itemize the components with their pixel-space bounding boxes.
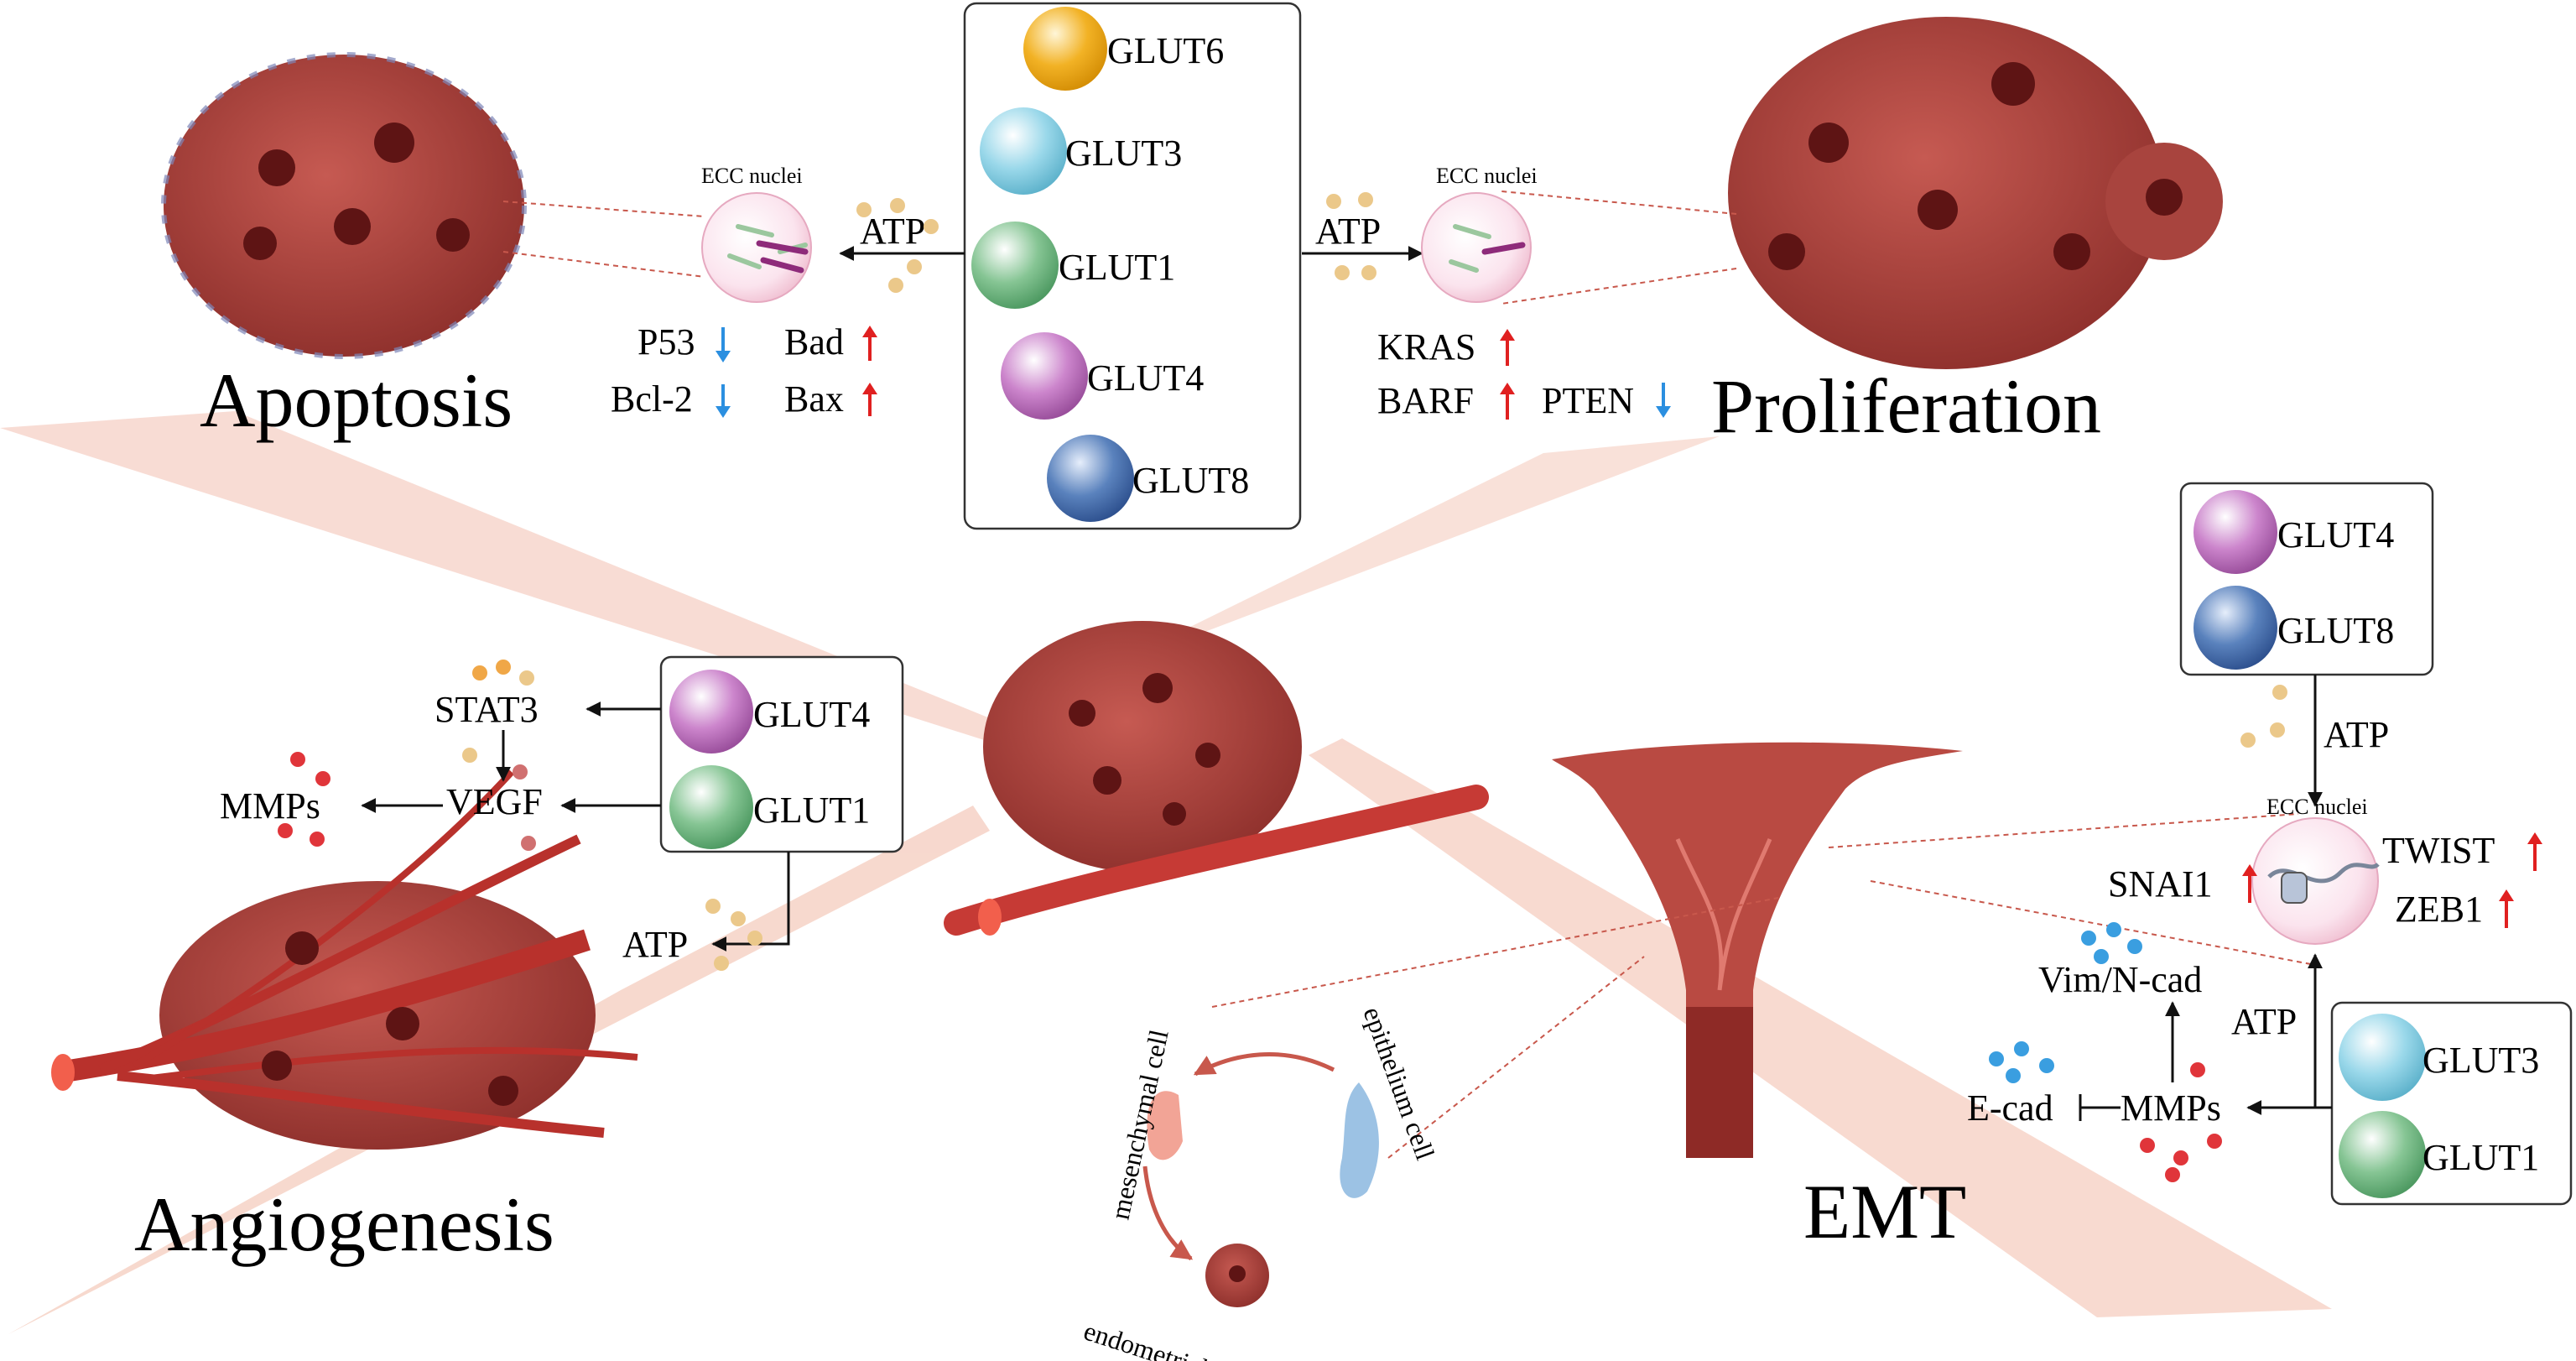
apoptosis-nucleus-label: ECC nuclei: [701, 164, 803, 188]
pten-label: PTEN: [1542, 380, 1634, 421]
emt-nucleus-label: ECC nuclei: [2266, 795, 2368, 819]
emt-glut8-sphere: [2194, 586, 2277, 670]
emt-top-glut4: GLUT4: [2277, 514, 2394, 555]
vim-ncad-label: Vim/N-cad: [2038, 959, 2202, 1000]
ang-box-glut4: GLUT4: [753, 694, 870, 735]
barf-label: BARF: [1377, 380, 1474, 421]
apoptosis-atp: ATP: [860, 211, 925, 252]
glut6-sphere: [1023, 7, 1107, 91]
bax-label: Bax: [784, 378, 844, 420]
bad-label: Bad: [784, 321, 844, 362]
glut1-sphere: [971, 222, 1059, 309]
ecad-label: E-cad: [1967, 1087, 2053, 1129]
kras-label: KRAS: [1377, 326, 1475, 368]
uterus-illustration: [1552, 742, 2316, 1158]
emt-mmps-label: MMPs: [2121, 1087, 2221, 1129]
top-box-glut3: GLUT3: [1065, 133, 1182, 174]
angiogenesis-pathway: GLUT4 GLUT1 STAT3 VEGF MMPs ATP: [220, 655, 904, 971]
emt-bottom-glut1: GLUT1: [2422, 1137, 2539, 1178]
twist-label: TWIST: [2382, 830, 2495, 871]
emt-bottom-glut3: GLUT3: [2422, 1040, 2539, 1081]
endometrial-cancer-cell-label: endometrial cancer cell: [1080, 1315, 1328, 1361]
glut3-sphere: [980, 107, 1067, 195]
top-box-glut4: GLUT4: [1087, 357, 1204, 399]
apoptosis-pathway: ATP ECC nuclei P53 Bcl-2 Bad Bax: [611, 164, 965, 420]
proliferation-nucleus: [1421, 192, 1532, 303]
bcl2-label: Bcl-2: [611, 378, 693, 420]
p53-label: P53: [637, 321, 695, 362]
epithelium-cell-shape: [1340, 1082, 1379, 1198]
apoptosis-nucleus: [701, 192, 812, 303]
ang-mmps-label: MMPs: [220, 785, 320, 827]
top-glut-box: GLUT6 GLUT3 GLUT1 GLUT4 GLUT8: [963, 2, 1302, 530]
emt-pathway: GLUT4 GLUT8 ATP ECC nuclei TWIST ZEB1 SN…: [1967, 482, 2573, 1206]
emt-top-glut8: GLUT8: [2277, 610, 2394, 651]
ang-box-glut1: GLUT1: [753, 790, 870, 831]
angiogenesis-title: Angiogenesis: [134, 1181, 554, 1267]
central-tumor: [944, 621, 1489, 936]
proliferation-tissue: [1501, 17, 2223, 369]
stat3-label: STAT3: [435, 689, 539, 730]
mesenchymal-cell-shape: [1147, 1091, 1183, 1160]
apoptosis-tissue: [161, 52, 705, 359]
zeb1-label: ZEB1: [2395, 889, 2483, 930]
top-box-glut8: GLUT8: [1132, 460, 1249, 501]
emt-glut4-sphere: [2194, 490, 2277, 574]
snai1-label: SNAI1: [2108, 863, 2213, 905]
glut4-sphere: [1001, 332, 1088, 420]
top-box-glut1: GLUT1: [1059, 247, 1175, 288]
ang-glut1-sphere: [669, 765, 753, 849]
emt-glut1-sphere: [2339, 1111, 2426, 1198]
proliferation-atp: ATP: [1315, 211, 1381, 252]
proliferation-title: Proliferation: [1711, 363, 2101, 449]
proliferation-pathway: ATP ECC nuclei KRAS BARF PTEN: [1302, 164, 1671, 421]
emt-bottom-atp: ATP: [2231, 1001, 2297, 1042]
emt-top-atp: ATP: [2324, 714, 2389, 755]
glut8-sphere: [1047, 435, 1134, 522]
apoptosis-title: Apoptosis: [200, 357, 513, 443]
vegf-label: VEGF: [446, 781, 543, 822]
angiogenesis-tissue: [51, 769, 638, 1150]
top-box-glut6: GLUT6: [1107, 30, 1224, 71]
ang-atp-label: ATP: [622, 924, 688, 965]
emt-glut3-sphere: [2339, 1014, 2426, 1101]
ang-glut4-sphere: [669, 670, 753, 754]
proliferation-nucleus-label: ECC nuclei: [1436, 164, 1538, 188]
emt-title: EMT: [1803, 1169, 1966, 1254]
